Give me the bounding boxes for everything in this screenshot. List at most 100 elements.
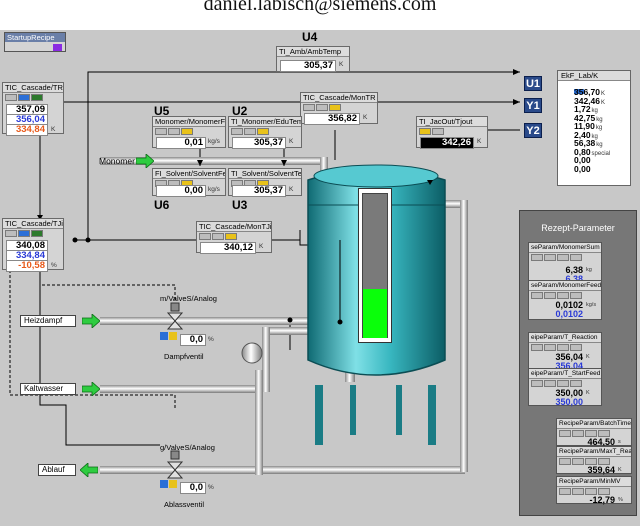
tic-cascade-montjin-faceplate[interactable]: TIC_Cascade/MonTJin 340,12 K	[196, 221, 272, 254]
ekf-row-unit: K	[601, 99, 606, 106]
ekf-row-value: 342,46	[574, 95, 600, 106]
ekf-row: 0,00	[558, 156, 630, 165]
faceplate-title: TIC_Cascade/MonTR	[301, 93, 377, 103]
mode-buttons[interactable]	[417, 127, 487, 137]
valve-mode-icon	[160, 480, 168, 488]
param-buttons[interactable]	[529, 291, 601, 301]
tic-cascade-montr-faceplate[interactable]: TIC_Cascade/MonTR 356,82 K	[300, 92, 378, 125]
ekf-row: 56,38kg	[558, 139, 630, 148]
ablass-valve-faceplate[interactable]: g/ValveS/Analog	[160, 443, 215, 453]
param-buttons[interactable]	[529, 343, 601, 353]
ekf-row-value: 0,00	[574, 155, 591, 165]
ablassventil-caption: Ablassventil	[164, 500, 205, 509]
mode-buttons[interactable]	[301, 103, 377, 113]
param-title: seParam/MonomerFeed	[529, 281, 601, 291]
param-setpoint: 356,04	[555, 361, 583, 371]
label-u5: U5	[154, 104, 170, 118]
ekf-row-unit: kg	[591, 133, 598, 140]
param-buttons[interactable]	[557, 429, 631, 439]
label-u6: U6	[154, 198, 170, 212]
param-unit: K	[586, 390, 590, 396]
param-title: RecipeParam/MaxT_Reactor	[557, 447, 631, 457]
ekf-row: 2,40kg	[558, 130, 630, 140]
dampf-valve-value-box[interactable]: 0,0 %	[160, 332, 220, 348]
startup-recipe-button[interactable]: StartupRecipe	[4, 32, 66, 52]
ekf-row-unit: kg	[595, 125, 603, 131]
ekf-title: EkF_Lab/K	[558, 71, 630, 81]
param-buttons[interactable]	[557, 487, 631, 497]
ekf-row-unit: special	[591, 150, 611, 157]
heizdampf-input-tag: Heizdampf	[20, 315, 76, 327]
ekf-row-value: 42,75	[574, 112, 596, 123]
valve-alarm-icon	[169, 332, 177, 340]
monomer-temp-value: 305,37	[232, 137, 286, 149]
param-batch-time[interactable]: RecipeParam/BatchTime 464,50 s	[556, 418, 632, 447]
valve-mode-icon	[160, 332, 168, 340]
param-unit: K	[586, 354, 590, 360]
ti-amb-temp-faceplate[interactable]: TI_Amb/AmbTemp 305,37 K	[276, 46, 350, 72]
label-u2: U2	[232, 104, 248, 118]
amb-temp-value: 305,37	[280, 60, 336, 72]
param-buttons[interactable]	[529, 379, 601, 389]
dampf-valve-value: 0,0	[180, 334, 206, 346]
kaltwasser-input-tag: Kaltwasser	[20, 383, 76, 395]
param-monomer-feed[interactable]: seParam/MonomerFeed 0,0102 0,0102 kg/s	[528, 280, 602, 320]
tjin-unit: %	[51, 262, 57, 269]
ekf-row-value: 356,70	[574, 87, 600, 97]
ekf-row-unit: kg	[591, 108, 598, 114]
mode-buttons[interactable]	[3, 229, 63, 239]
param-t-reaction[interactable]: eipeParam/T_Reaction 356,04 356,04 K	[528, 332, 602, 371]
faceplate-title: TI_Monomer/EduTemp	[229, 117, 301, 127]
montr-value: 356,82	[304, 113, 360, 125]
param-t-startfeed[interactable]: eipeParam/T_StartFeed 350,00 350,00 K	[528, 368, 602, 407]
ekf-row-value: 0,00	[574, 163, 591, 174]
mode-buttons[interactable]	[3, 93, 63, 103]
ekf-row: 0,00	[558, 163, 630, 174]
param-buttons[interactable]	[529, 253, 601, 263]
ablassventil-symbol	[166, 450, 184, 479]
tic-cascade-tr-faceplate[interactable]: TIC_Cascade/TR 357,09 356,04 334,84 K	[2, 82, 64, 136]
label-y2: Y2	[524, 123, 542, 138]
ekf-row-unit: K	[601, 91, 606, 97]
label-y1: Y1	[524, 98, 542, 113]
ti-solvent-temp-faceplate[interactable]: TI_Solvent/SolventTemp 305,37 K	[228, 168, 302, 197]
monomer-temp-unit: K	[289, 138, 294, 145]
label-u3: U3	[232, 198, 248, 212]
montjin-unit: K	[259, 243, 264, 250]
param-min-mv[interactable]: RecipeParam/MinMV -12,79 %	[556, 476, 632, 505]
param-setpoint: 6,38	[565, 274, 583, 284]
param-value: 464,50	[587, 437, 615, 447]
label-u4: U4	[302, 30, 318, 44]
ekf-mode-buttons[interactable]	[558, 81, 630, 94]
tr-output-value: 334,84	[6, 124, 48, 136]
ekf-row: 356,70K	[558, 88, 630, 97]
ekf-row: 42,75kg	[558, 112, 630, 123]
tic-cascade-tjin-faceplate[interactable]: TIC_Cascade/TJin 340,08 334,84 -10,58 %	[2, 218, 64, 272]
header-email: daniel.labisch@siemens.com	[203, 0, 437, 15]
ti-monomer-temp-faceplate[interactable]: TI_Monomer/EduTemp 305,37 K	[228, 116, 302, 149]
param-buttons[interactable]	[557, 457, 631, 467]
ekf-row-value: 1,72	[574, 104, 591, 114]
param-monomer-sum[interactable]: seParam/MonomerSum 6,38 6,38 kg	[528, 242, 602, 284]
mode-buttons[interactable]	[153, 127, 225, 137]
monomer-feed-faceplate[interactable]: Monomer/MonomerFeed 0,01 kg/s	[152, 116, 226, 149]
tank-level-fill	[363, 289, 387, 338]
heizdampf-arrow-icon	[82, 314, 100, 328]
fi-solvent-feed-faceplate[interactable]: FI_Solvent/SolventFeed 0,00 kg/s	[152, 168, 226, 197]
monomer-feed-arrow-icon	[136, 154, 154, 168]
param-title: RecipeParam/MinMV	[557, 477, 631, 487]
ablass-valve-value-box[interactable]: 0,0 %	[160, 480, 220, 496]
tjin-output-value: -10,58	[6, 260, 48, 272]
ekf-row: 342,46K	[558, 95, 630, 106]
dampf-valve-faceplate[interactable]: m/ValveS/Analog	[160, 294, 217, 304]
param-max-t-reactor[interactable]: RecipeParam/MaxT_Reactor 359,64 K	[556, 446, 632, 475]
solvent-feed-unit: kg/s	[208, 186, 220, 193]
dampf-valve-unit: %	[208, 336, 214, 343]
param-unit: s	[618, 439, 621, 445]
mode-buttons[interactable]	[229, 127, 301, 137]
mode-buttons[interactable]	[197, 232, 271, 242]
param-title: eipeParam/T_Reaction	[529, 333, 601, 343]
ti-jacout-faceplate[interactable]: TI_JacOut/Tjout 342,26 K	[416, 116, 488, 149]
